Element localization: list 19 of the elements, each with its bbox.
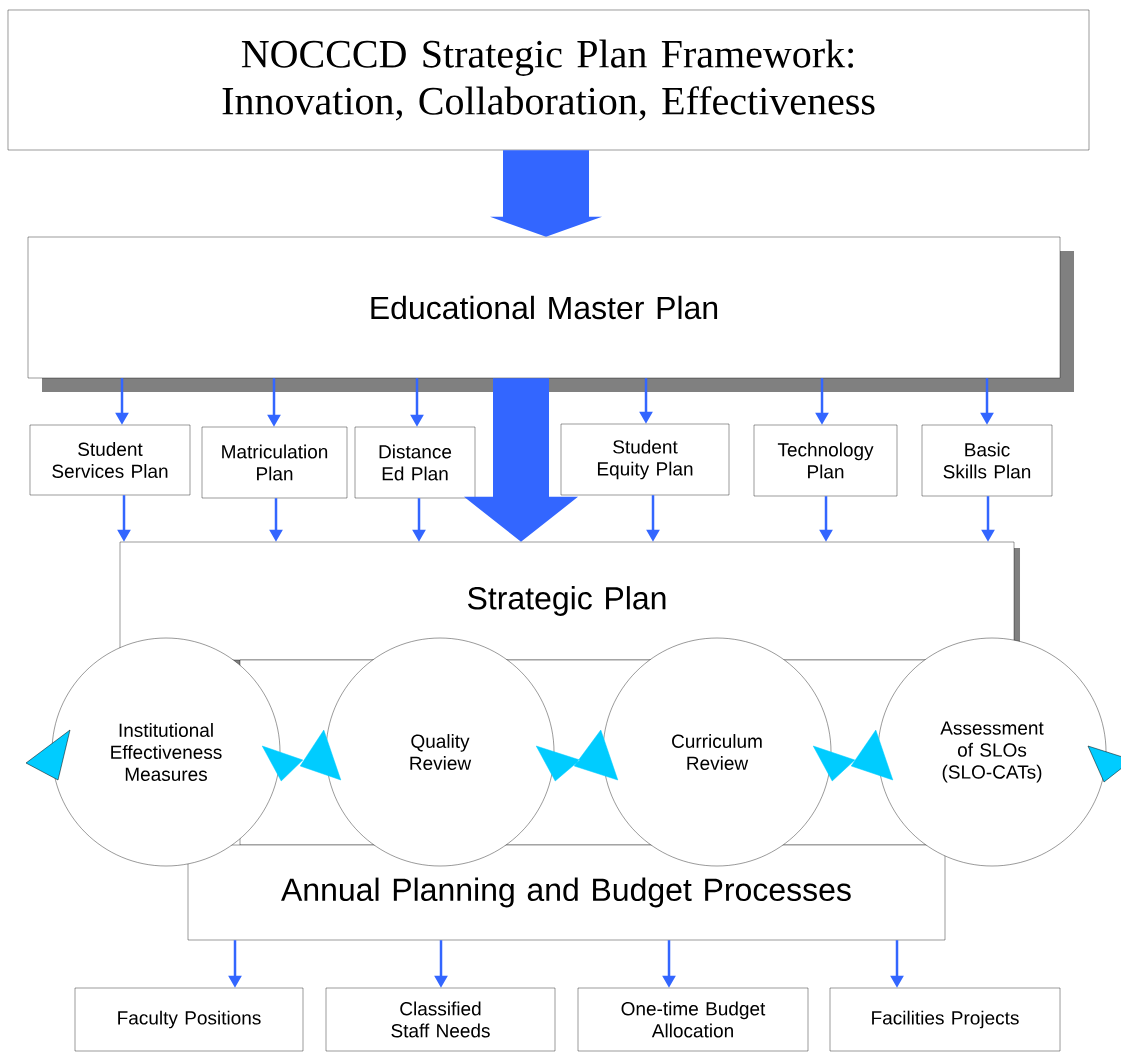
process-box: Educational Master Plan bbox=[27, 236, 1074, 392]
block-arrow bbox=[464, 378, 578, 542]
arrowhead bbox=[535, 729, 619, 782]
process-box: Distance Ed Plan bbox=[354, 426, 476, 499]
process-box: Student Equity Plan bbox=[560, 423, 730, 496]
process-box: Matriculation Plan bbox=[201, 426, 348, 499]
process-box: Strategic Plan bbox=[119, 541, 1020, 666]
arrowhead bbox=[812, 729, 894, 782]
arrowhead bbox=[261, 729, 342, 782]
process-box: Annual Planning and Budget Processes bbox=[187, 844, 946, 941]
process-box: Student Services Plan bbox=[29, 424, 191, 496]
process-box: One-time Budget Allocation bbox=[577, 987, 809, 1052]
process-box: Classified Staff Needs bbox=[325, 987, 556, 1052]
process-box: Faculty Positions bbox=[74, 987, 304, 1052]
block-arrow bbox=[490, 150, 602, 237]
process-box: Technology Plan bbox=[753, 424, 898, 497]
process-box: Basic Skills Plan bbox=[921, 424, 1053, 497]
process-box: NOCCCD Strategic Plan Framework: Innovation, Collaboration, Effectiveness bbox=[7, 9, 1090, 151]
process-box: Facilities Projects bbox=[829, 987, 1061, 1052]
